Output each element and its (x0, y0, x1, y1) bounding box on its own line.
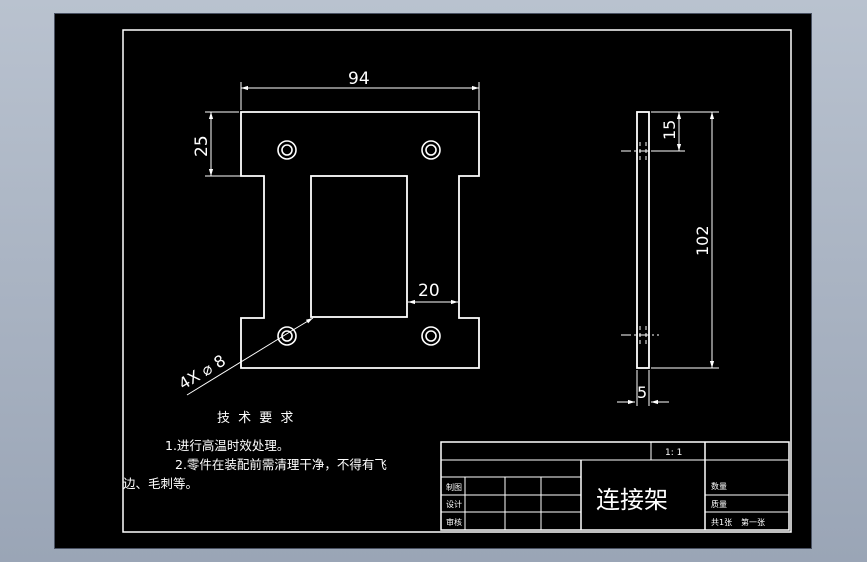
dim-text-94: 94 (348, 69, 370, 89)
plate-outline (240, 111, 480, 369)
drawing-border (122, 29, 792, 533)
side-profile (636, 111, 650, 369)
dim-text-4x-dia-8: 4X ⌀ 8 (175, 351, 229, 394)
cad-drawing-viewport[interactable]: 94 25 20 4X ⌀ 8 (54, 13, 812, 549)
part-name: 连接架 (596, 486, 668, 514)
hole-bottom-right (421, 326, 441, 346)
dim-text-102: 102 (693, 225, 712, 256)
hole-bottom-left (277, 326, 297, 346)
title-block (440, 441, 790, 531)
sheet-total: 共1张 (711, 518, 732, 527)
label-design: 设计 (446, 499, 462, 509)
dim-text-5: 5 (637, 383, 647, 402)
mounting-holes (277, 140, 441, 346)
dim-text-15: 15 (660, 120, 679, 140)
note-item-2: 2.零件在装配前需清理干净，不得有飞 (175, 457, 387, 472)
scale-value: 1: 1 (665, 448, 682, 458)
dim-text-25: 25 (192, 135, 212, 157)
notes-heading: 技 术 要 求 (217, 411, 296, 426)
label-draw: 制图 (446, 482, 462, 492)
dim-leader-holes (186, 329, 294, 396)
label-quantity: 数量 (711, 481, 727, 491)
label-mass: 质量 (711, 499, 727, 509)
side-view (621, 111, 659, 369)
note-item-1: 1.进行高温时效处理。 (165, 438, 290, 453)
label-review: 审核 (446, 517, 462, 527)
dim-text-20: 20 (418, 281, 440, 301)
hole-top-right (421, 140, 441, 160)
sheet-number: 第一张 (741, 517, 765, 527)
center-window (310, 175, 408, 318)
note-item-2-cont: 边、毛刺等。 (123, 476, 199, 491)
hole-top-left (277, 140, 297, 160)
drawing-canvas[interactable]: 94 25 20 4X ⌀ 8 (55, 14, 811, 548)
front-view (240, 111, 480, 369)
